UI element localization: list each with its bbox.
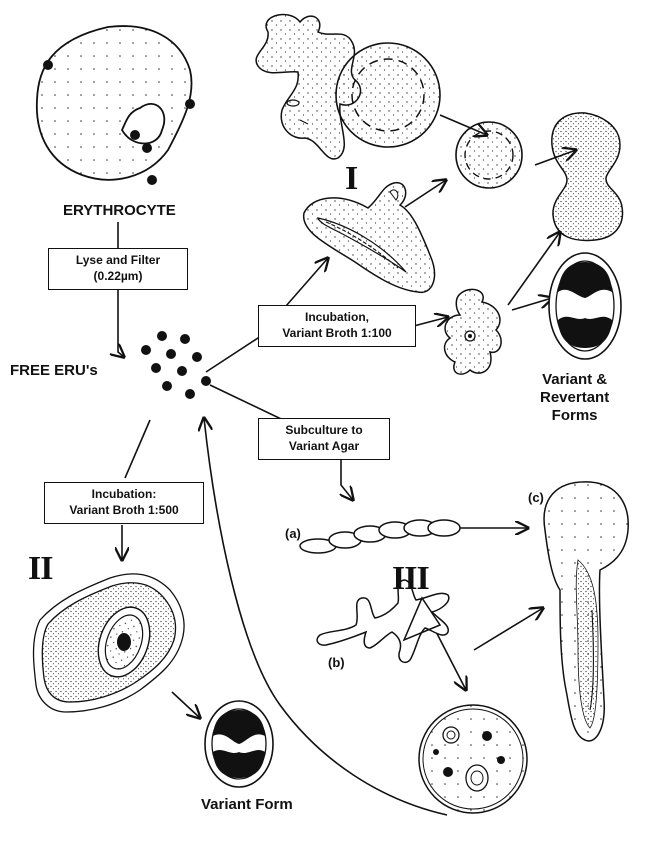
sublabel-b: (b) — [328, 655, 345, 670]
variant-revertant-label: Variant & Revertant Forms — [540, 371, 609, 425]
pathway-three-round-body — [419, 705, 527, 813]
lyse-filter-line-1: Lyse and Filter — [49, 252, 187, 268]
pathway-one-round-body — [336, 43, 440, 147]
pathway-one-small-round — [456, 122, 522, 188]
variant-revertant-line-2: Revertant — [540, 389, 609, 407]
variant-revertant-line-1: Variant & — [540, 371, 609, 389]
pathway-three-numeral: III — [392, 560, 429, 598]
pathway-one-variant-oval — [549, 253, 621, 359]
pathway-three-chain-a — [300, 520, 460, 553]
pathway-two-cell — [34, 574, 185, 712]
variant-revertant-line-3: Forms — [540, 407, 609, 425]
subculture-box: Subculture to Variant Agar — [258, 418, 390, 460]
incubation-500-box: Incubation: Variant Broth 1:500 — [44, 482, 204, 524]
pathway-one-small-amoeboid — [445, 289, 502, 374]
lyse-filter-line-2: (0.22µm) — [49, 268, 187, 284]
incubation-500-line-1: Incubation: — [45, 486, 203, 502]
subculture-line-1: Subculture to — [259, 422, 389, 438]
incubation-100-box: Incubation, Variant Broth 1:100 — [258, 305, 416, 347]
erythrocyte-cell — [37, 26, 195, 185]
pathway-one-elongated-form — [304, 183, 435, 293]
incubation-500-line-2: Variant Broth 1:500 — [45, 502, 203, 518]
incubation-100-line-1: Incubation, — [259, 309, 415, 325]
free-eru-dots — [141, 331, 211, 399]
pathway-two-variant-oval — [205, 701, 273, 787]
sublabel-c: (c) — [528, 490, 544, 505]
pathway-three-branched-b — [317, 580, 449, 662]
subculture-line-2: Variant Agar — [259, 438, 389, 454]
incubation-100-line-2: Variant Broth 1:100 — [259, 325, 415, 341]
variant-form-label: Variant Form — [201, 796, 293, 813]
free-erus-label: FREE ERU's — [10, 362, 98, 379]
pathway-one-dividing-form — [552, 113, 623, 241]
pathway-two-numeral: II — [28, 550, 52, 588]
sublabel-a: (a) — [285, 526, 301, 541]
pathway-three-balloon-c — [544, 482, 628, 741]
pathway-one-numeral: I — [345, 160, 357, 198]
lyse-filter-box: Lyse and Filter (0.22µm) — [48, 248, 188, 290]
erythrocyte-label: ERYTHROCYTE — [63, 202, 176, 219]
